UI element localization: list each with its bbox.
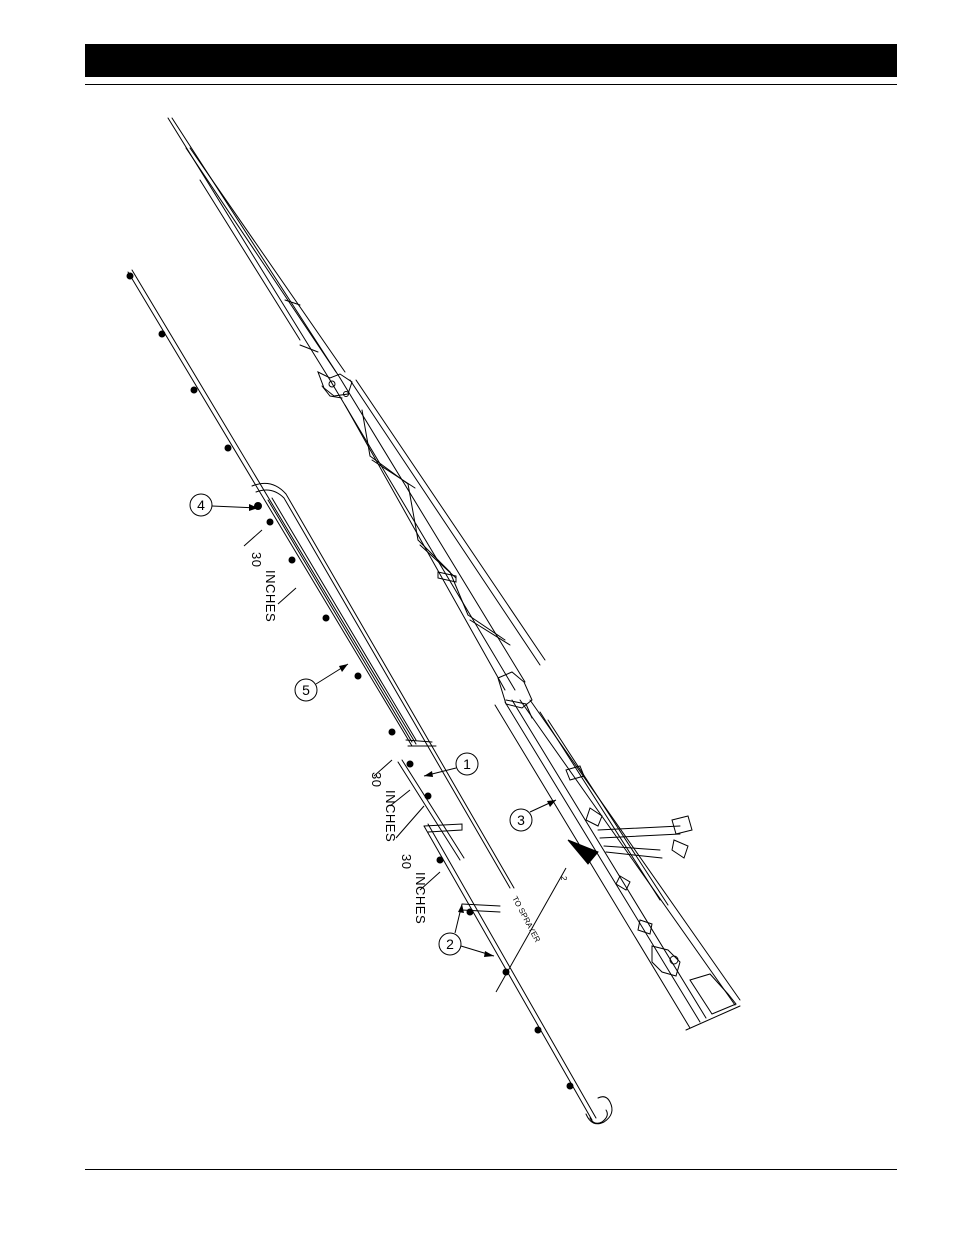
leader-line <box>496 868 566 992</box>
dimension-3-value: 30 <box>399 854 414 869</box>
dimension-2-unit-wrap: INCHES <box>383 790 398 842</box>
callout-3-number: 3 <box>517 812 525 828</box>
dimension-1-label: 30 <box>249 552 264 567</box>
spray-pipe-lower <box>398 760 612 1124</box>
dimension-3-unit-wrap: INCHES <box>413 872 428 924</box>
callout-4: 4 <box>190 494 258 516</box>
dimension-2-unit: INCHES <box>383 790 398 842</box>
nozzles <box>127 273 573 1089</box>
center-frame <box>495 700 740 1030</box>
dimension-3-label: 30 <box>399 854 414 869</box>
dimension-3-unit: INCHES <box>413 872 428 924</box>
dimension-1-value: 30 <box>249 552 264 567</box>
dimension-2-value: 30 <box>369 772 384 787</box>
callout-4-number: 4 <box>197 497 205 513</box>
callout-2-number: 2 <box>446 936 454 952</box>
callout-2: 2 <box>439 904 494 957</box>
callout-1: 1 <box>424 753 478 777</box>
callout-5-number: 5 <box>302 682 310 698</box>
dimension-1-unit-wrap: INCHES <box>263 570 278 622</box>
callout-3: 3 <box>510 800 556 831</box>
callout-1-number: 1 <box>463 756 471 772</box>
boom-truss <box>168 118 545 718</box>
callout-5: 5 <box>295 664 348 701</box>
dimension-1-unit: INCHES <box>263 570 278 622</box>
dimension-2-label: 30 <box>369 772 384 787</box>
